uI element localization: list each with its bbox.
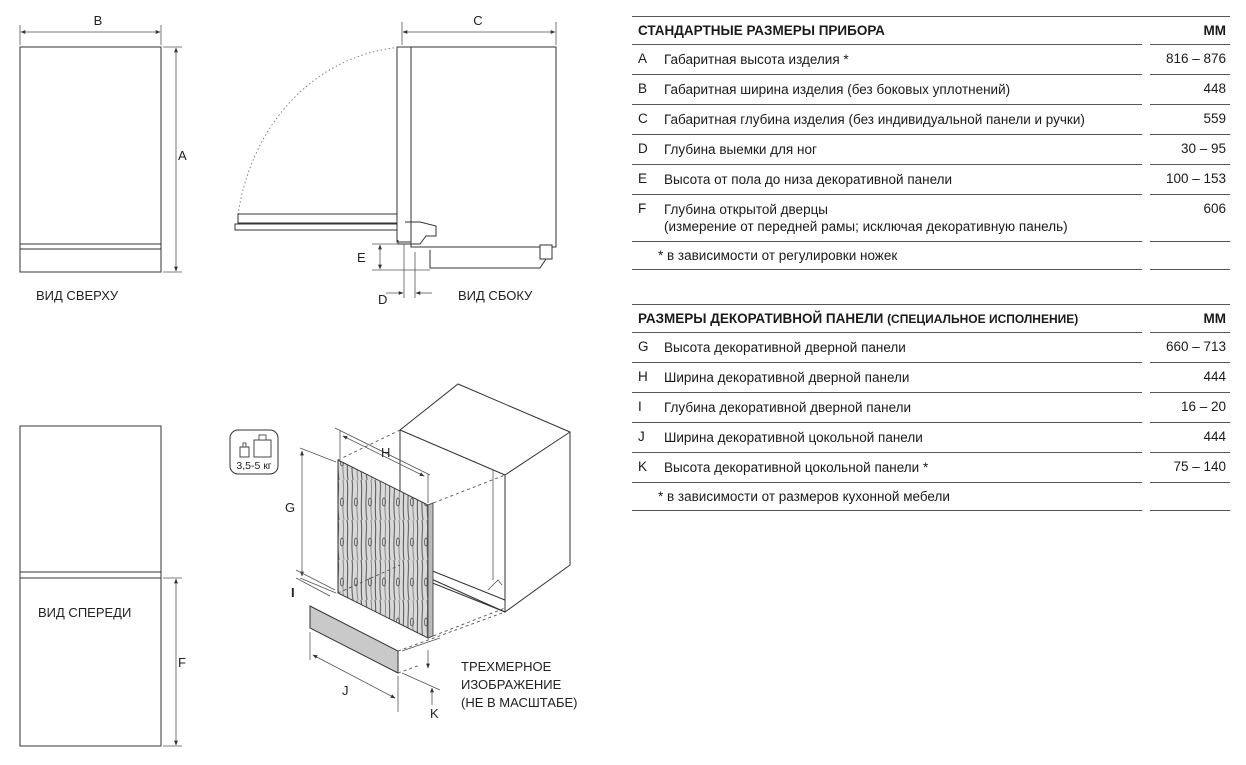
table2-note-row: * в зависимости от размеров кухонной меб… xyxy=(632,483,1230,511)
table2-unit: ММ xyxy=(1203,311,1227,326)
iso-view xyxy=(229,383,571,712)
caption-front-view: ВИД СПЕРЕДИ xyxy=(38,605,131,620)
caption-iso-2: ИЗОБРАЖЕНИЕ xyxy=(461,677,562,692)
side-view xyxy=(234,22,557,298)
label-f: F xyxy=(178,655,186,670)
caption-iso-3: (НЕ В МАСШТАБЕ) xyxy=(461,695,578,710)
weight-badge: 3,5-5 кг xyxy=(236,460,271,472)
table1-unit: ММ xyxy=(1203,23,1227,38)
label-a: A xyxy=(178,148,187,163)
label-c: C xyxy=(473,13,482,28)
weight-icon xyxy=(229,429,279,475)
table2-header: РАЗМЕРЫ ДЕКОРАТИВНОЙ ПАНЕЛИ (СПЕЦИАЛЬНОЕ… xyxy=(632,304,1230,333)
label-i: I xyxy=(291,585,295,600)
table1-title: СТАНДАРТНЫЕ РАЗМЕРЫ ПРИБОРА xyxy=(638,23,885,38)
front-view xyxy=(19,425,182,747)
table-row: F Глубина открытой дверцы(измерение от п… xyxy=(632,195,1230,242)
table1-header: СТАНДАРТНЫЕ РАЗМЕРЫ ПРИБОРА ММ xyxy=(632,16,1230,45)
label-b: B xyxy=(94,13,103,28)
top-view xyxy=(19,25,182,273)
label-d: D xyxy=(378,292,387,307)
label-k: K xyxy=(430,706,439,721)
label-e: E xyxy=(357,250,366,265)
label-j: J xyxy=(342,683,349,698)
table2-note: * в зависимости от размеров кухонной меб… xyxy=(658,489,950,504)
caption-iso-1: ТРЕХМЕРНОЕ xyxy=(461,659,552,674)
table1-note: * в зависимости от регулировки ножек xyxy=(658,248,898,263)
table2-title: РАЗМЕРЫ ДЕКОРАТИВНОЙ ПАНЕЛИ xyxy=(638,311,884,326)
caption-side-view: ВИД СБОКУ xyxy=(458,288,533,303)
decor-panel-table: РАЗМЕРЫ ДЕКОРАТИВНОЙ ПАНЕЛИ (СПЕЦИАЛЬНОЕ… xyxy=(632,304,1230,511)
table2-title-small: (СПЕЦИАЛЬНОЕ ИСПОЛНЕНИЕ) xyxy=(887,312,1079,326)
technical-drawings: B A ВИД СВЕРХУ C E D ВИД СБОКУ ВИД СПЕРЕ… xyxy=(19,13,578,747)
caption-top-view: ВИД СВЕРХУ xyxy=(36,288,119,303)
label-g: G xyxy=(285,500,295,515)
table1-note-row: * в зависимости от регулировки ножек xyxy=(632,242,1230,270)
label-h: H xyxy=(381,445,390,460)
